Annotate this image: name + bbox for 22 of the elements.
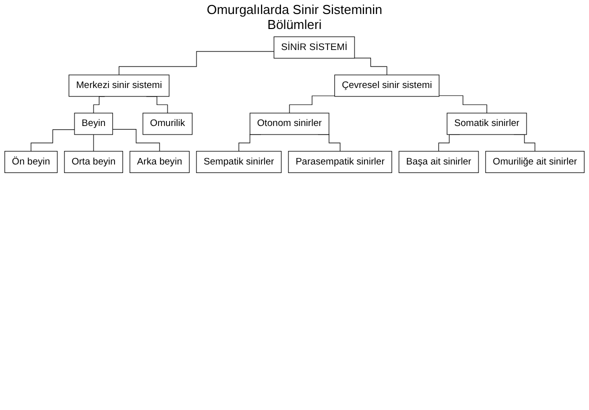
connector: [289, 96, 335, 114]
node-box: Omuriliğe ait sinirler: [485, 150, 585, 173]
connector: [354, 58, 388, 76]
connector: [112, 129, 160, 152]
diagram-title: Omurgalılarda Sinir Sisteminin Bölümleri: [206, 2, 384, 32]
node-box: Ön beyin: [4, 150, 58, 173]
node-box: Başa ait sinirler: [398, 150, 479, 173]
connector: [438, 95, 488, 114]
node-box: Beyin: [74, 112, 113, 135]
node-box: SİNİR SİSTEMİ: [274, 36, 355, 59]
connector: [93, 134, 94, 152]
node-box: Parasempatik sinirler: [288, 150, 392, 173]
node-box: Otonom sinirler: [250, 112, 330, 135]
node-box: Somatik sinirler: [446, 112, 527, 135]
node-box: Çevresel sinir sistemi: [334, 74, 440, 97]
connector: [118, 51, 274, 76]
node-box: Arka beyin: [130, 150, 190, 173]
connector: [30, 129, 75, 152]
node-box: Orta beyin: [64, 150, 124, 173]
node-box: Merkezi sinir sistemi: [68, 74, 170, 97]
node-box: Sempatik sinirler: [196, 150, 282, 173]
node-box: Omurilik: [142, 112, 192, 135]
